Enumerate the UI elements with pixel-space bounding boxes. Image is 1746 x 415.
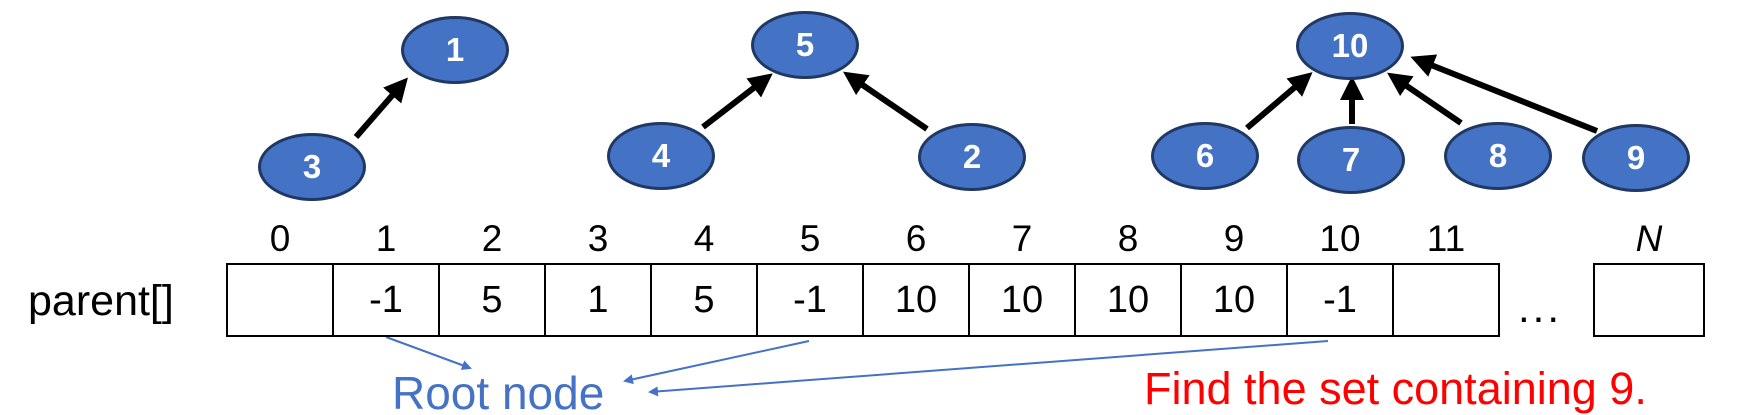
array-column-3: 3 1 [544, 215, 652, 337]
array-column-n: N [1593, 215, 1705, 337]
tree-node-6: 6 [1151, 122, 1259, 190]
array-index-label: 3 [587, 218, 609, 259]
array-column-2: 2 5 [438, 215, 546, 337]
edge-8-to-10 [1387, 72, 1463, 126]
array-index-label: 2 [481, 218, 503, 259]
array-column-10: 10 -1 [1286, 215, 1394, 337]
array-index-label: 11 [1426, 218, 1466, 259]
edge-9-to-10 [1410, 54, 1599, 134]
tree-node-1: 1 [401, 16, 509, 84]
array-column-11: 11 [1392, 215, 1500, 337]
array-cell [226, 263, 334, 337]
array-column-6: 6 10 [862, 215, 970, 337]
array-cell: 10 [1074, 263, 1182, 337]
tree-node-9: 9 [1582, 124, 1690, 192]
array-cell [1392, 263, 1500, 337]
edge-3-to-1 [353, 77, 408, 139]
tree-node-8: 8 [1444, 122, 1552, 190]
edge-4-to-5 [701, 73, 773, 130]
root-arrow-from-index5 [623, 340, 810, 385]
array-column-8: 8 10 [1074, 215, 1182, 337]
tree-node-5: 5 [751, 11, 859, 79]
array-index-label: 4 [693, 218, 715, 259]
array-index-label: 5 [799, 218, 821, 259]
array-column-4: 4 5 [650, 215, 758, 337]
array-column-1: 1 -1 [332, 215, 440, 337]
array-index-label: 8 [1117, 218, 1139, 259]
edge-6-to-10 [1245, 72, 1313, 131]
edge-2-to-5 [843, 71, 929, 132]
array-cell: -1 [756, 263, 864, 337]
array-column-9: 9 10 [1180, 215, 1288, 337]
array-cell: 5 [650, 263, 758, 337]
array-cell-n [1593, 263, 1705, 337]
array-index-label: 7 [1011, 218, 1033, 259]
tree-node-10: 10 [1296, 12, 1404, 80]
array-index-label-n: N [1635, 218, 1663, 259]
array-column-5: 5 -1 [756, 215, 864, 337]
root-arrow-from-index1 [385, 336, 472, 370]
array-ellipsis: ... [1517, 284, 1562, 331]
root-arrow-from-index10 [648, 340, 1329, 397]
tree-node-2: 2 [918, 123, 1026, 191]
tree-node-3: 3 [258, 133, 366, 201]
array-index-label: 1 [375, 218, 397, 259]
array-cell: 10 [968, 263, 1076, 337]
tree-node-7: 7 [1297, 126, 1405, 194]
tree-node-4: 4 [607, 122, 715, 190]
array-index-label: 9 [1223, 218, 1245, 259]
array-cell: 5 [438, 263, 546, 337]
array-cell: 10 [1180, 263, 1288, 337]
array-cell: 1 [544, 263, 652, 337]
array-column-7: 7 10 [968, 215, 1076, 337]
root-node-annotation: Root node [392, 367, 605, 415]
array-cell: -1 [1286, 263, 1394, 337]
array-cell: -1 [332, 263, 440, 337]
array-cell: 10 [862, 263, 970, 337]
array-index-label: 6 [905, 218, 927, 259]
array-name-label: parent[] [28, 277, 174, 325]
array-column-0: 0 [226, 215, 334, 337]
array-index-label: 10 [1319, 218, 1361, 259]
find-set-annotation: Find the set containing 9. [1144, 363, 1647, 414]
array-index-label: 0 [269, 218, 291, 259]
